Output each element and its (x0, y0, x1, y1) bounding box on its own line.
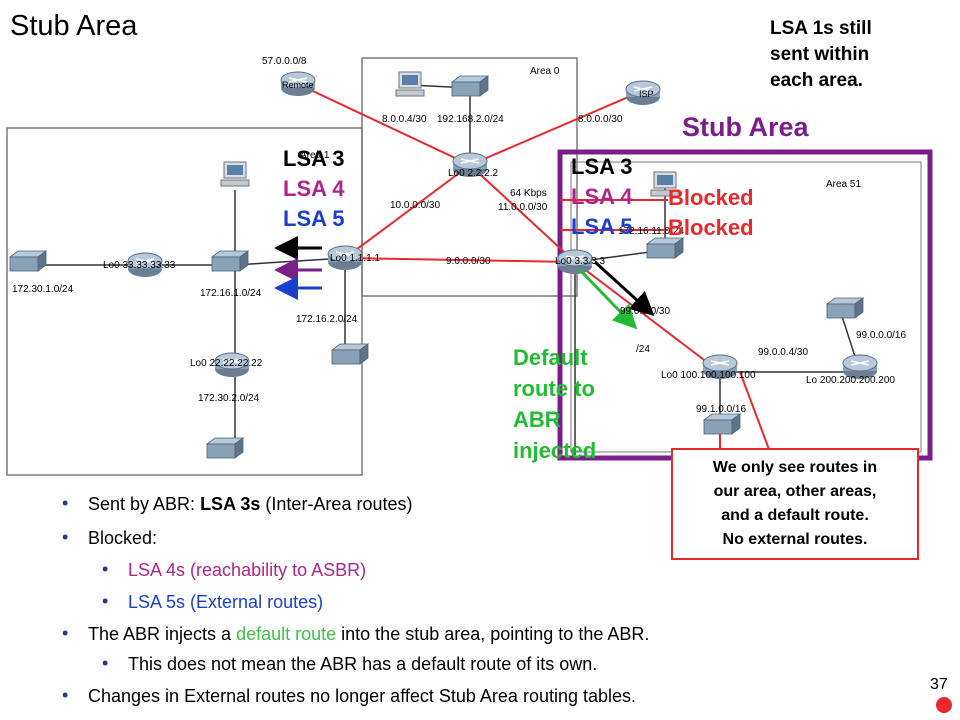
bullet-1: Sent by ABR: LSA 3s (Inter-Area routes) (62, 493, 413, 515)
net-17230-1-label: 172.30.1.0/24 (12, 284, 74, 295)
net-990016-label: 99.0.0.0/16 (856, 330, 906, 341)
default-line-1: Default (513, 345, 588, 370)
remote-label: Remote (282, 80, 314, 90)
default-route-note: Default route to ABR injected (513, 342, 623, 466)
lsa5-left-label: LSA 5 (283, 206, 345, 231)
net-172162-label: 172.16.2.0/24 (296, 314, 358, 325)
bullet-4: LSA 5s (External routes) (102, 591, 323, 613)
net-99000-label: 99.0.0.0/30 (620, 306, 670, 317)
note-line-1: LSA 1s still (770, 18, 872, 39)
lsa4-right-label: LSA 4 (571, 184, 633, 209)
lo-33-label: Lo0 33.33.33.33 (103, 260, 176, 271)
default-line-3: ABR (513, 407, 561, 432)
note-line-2: sent within (770, 44, 870, 65)
net-24-label: /24 (636, 344, 650, 355)
lsa3-right-label: LSA 3 (571, 154, 633, 179)
isp-label: ISP (639, 89, 654, 99)
lsa4-left-label: LSA 4 (283, 176, 345, 201)
lo-2222-label: Lo0 2.2.2.2 (448, 168, 498, 179)
net-900-label: 9.0.0.0/30 (446, 256, 491, 267)
bullet-5-pre: The ABR injects a (88, 624, 237, 644)
remote-net-label: 57.0.0.0/8 (262, 56, 307, 67)
blocked-4-label: Blocked (668, 185, 754, 210)
area1-label: Area 1 (300, 150, 330, 161)
routes-callout: We only see routes in our area, other ar… (671, 448, 919, 560)
slide-title: Stub Area (10, 10, 138, 42)
note-line-3: each area. (770, 70, 863, 91)
bullet-5: The ABR injects a default route into the… (62, 623, 650, 645)
lo-22-label: Lo0 22.22.22.22 (190, 358, 263, 369)
lsa3-left-label: LSA 3 (283, 146, 345, 171)
callout-line-2: our area, other areas, (713, 483, 877, 500)
record-dot-icon (936, 697, 952, 713)
pc-icon (395, 71, 425, 97)
lsa5-right-label: LSA 5 (571, 214, 633, 239)
net-1000-label: 10.0.0.0/30 (390, 200, 440, 211)
kbps-label: 64 Kbps (510, 188, 547, 199)
net-17230-2-label: 172.30.2.0/24 (198, 393, 260, 404)
switch-icon (331, 343, 369, 365)
lsa-right-group: LSA 3 LSA 4 LSA 5 (571, 152, 633, 242)
default-route-arrow-icon (578, 268, 638, 330)
bullet-2: Blocked: (62, 527, 157, 549)
switch-icon (9, 250, 47, 272)
lsa3-stub-arrow-icon (593, 260, 655, 317)
bullet-1-post: (Inter-Area routes) (260, 494, 413, 514)
callout-line-1: We only see routes in (712, 459, 878, 476)
bullet-6: This does not mean the ABR has a default… (102, 653, 597, 675)
net-991016-label: 99.1.0.0/16 (696, 404, 746, 415)
switch-icon (826, 297, 864, 319)
lo-1111-label: Lo0 1.1.1.1 (330, 253, 380, 264)
lsa1-note: LSA 1s still sent within each area. (770, 16, 930, 94)
pc-icon (220, 161, 250, 187)
area0-box (361, 57, 578, 297)
bullet-7: Changes in External routes no longer aff… (62, 685, 636, 707)
switch-icon (703, 413, 741, 435)
page-number: 37 (930, 676, 948, 693)
net-1100-label: 11.0.0.0/30 (498, 202, 548, 213)
switch-icon (211, 250, 249, 272)
bullet-1-pre: Sent by ABR: (88, 494, 201, 514)
bullet-5-post: into the stub area, pointing to the ABR. (336, 624, 650, 644)
lo-3333-label: Lo0 3.3.3.3 (555, 256, 605, 267)
bullet-5-green: default route (236, 624, 337, 644)
net-192168-label: 192.168.2.0/24 (437, 114, 504, 125)
lo-200-label: Lo 200.200.200.200 (806, 375, 895, 386)
area0-label: Area 0 (530, 66, 560, 77)
area51-label: Area 51 (826, 179, 861, 190)
switch-icon (451, 75, 489, 97)
lsa-left-group: LSA 3 LSA 4 LSA 5 (283, 144, 345, 234)
network-diagram: Area 0 Area 51 Area 1 57.0.0.0/8 Remote … (6, 56, 933, 476)
default-line-2: route to (513, 376, 595, 401)
default-line-4: injected (513, 438, 597, 463)
net-99004-label: 99.0.0.4/30 (758, 347, 808, 358)
lo-100-label: Lo0 100.100.100.100 (661, 370, 756, 381)
stub-area-label: Stub Area (682, 112, 809, 142)
bullet-1-bold: LSA 3s (200, 494, 261, 514)
callout-line-4: No external routes. (722, 531, 868, 548)
net-1721611-label: 172.16.11.0/24 (618, 226, 684, 237)
callout-line-3: and a default route. (721, 507, 869, 524)
net-8000-label: 8.0.0.0/30 (578, 114, 623, 125)
switch-icon (206, 437, 244, 459)
blocked-5-label: Blocked (668, 215, 754, 240)
area1-box (6, 127, 363, 476)
bullet-3: LSA 4s (reachability to ASBR) (102, 559, 366, 581)
net-172161-label: 172.16.1.0/24 (200, 288, 262, 299)
net-8004-label: 8.0.0.4/30 (382, 114, 427, 125)
